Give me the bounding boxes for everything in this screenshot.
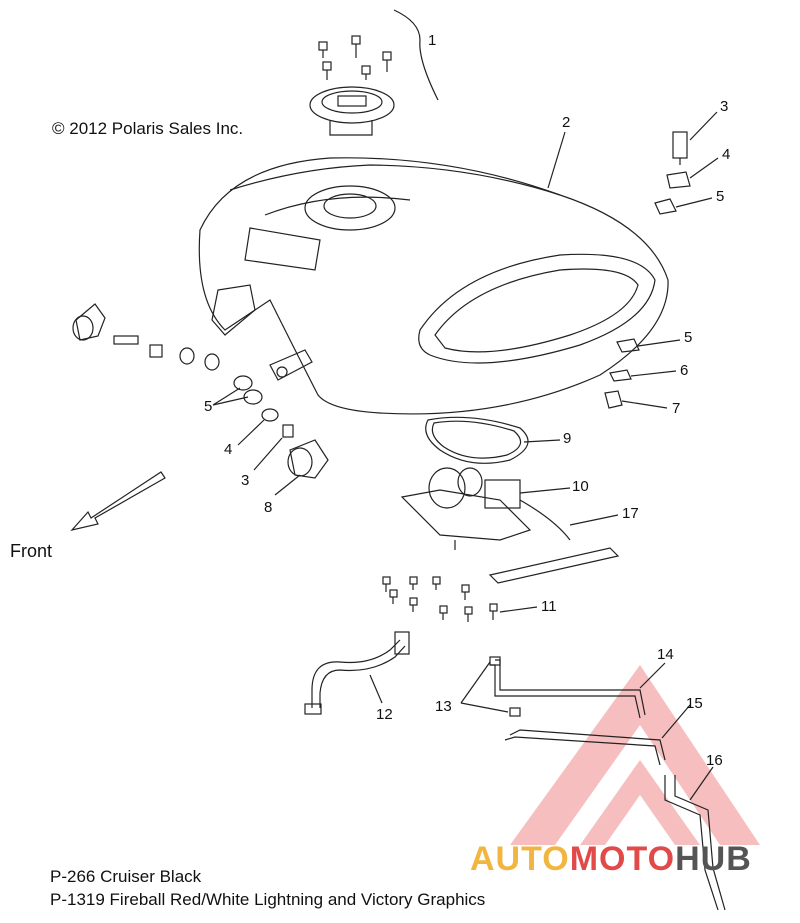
screw-set-top <box>318 35 392 80</box>
screw-set-bottom <box>382 576 498 622</box>
callout-5-left: 5 <box>204 398 213 415</box>
callout-9: 9 <box>563 430 572 447</box>
callout-7: 7 <box>672 400 681 417</box>
callout-1: 1 <box>428 32 437 49</box>
footer-line-1: P-266 Cruiser Black <box>50 867 202 886</box>
right-mount-parts <box>604 131 691 409</box>
callout-11: 11 <box>541 598 557 615</box>
callout-6: 6 <box>680 362 689 379</box>
fuel-hose <box>304 631 410 715</box>
fuel-cap <box>309 86 395 136</box>
callout-2: 2 <box>562 114 571 131</box>
leader-line <box>393 9 439 101</box>
copyright-text: © 2012 Polaris Sales Inc. <box>52 119 244 138</box>
fuel-pump-assembly <box>400 467 620 584</box>
callout-15: 15 <box>686 695 703 712</box>
callout-10: 10 <box>572 478 589 495</box>
callout-17: 17 <box>622 505 639 522</box>
footer-line-2: P-1319 Fireball Red/White Lightning and … <box>50 890 486 909</box>
callout-3-left: 3 <box>241 472 250 489</box>
callout-8: 8 <box>264 499 273 516</box>
watermark-logo <box>510 665 760 845</box>
front-direction-label: Front <box>10 541 53 561</box>
callout-12: 12 <box>376 706 393 723</box>
callout-4-left: 4 <box>224 441 233 458</box>
callout-4: 4 <box>722 146 731 163</box>
callout-5: 5 <box>716 188 725 205</box>
fuel-pump-gasket <box>425 416 529 464</box>
callout-5-right: 5 <box>684 329 693 346</box>
callout-14: 14 <box>657 646 674 663</box>
left-mount-parts <box>72 303 329 479</box>
watermark-text: AUTOMOTOHUB <box>470 840 752 878</box>
callout-13: 13 <box>435 698 452 715</box>
vent-lines <box>489 656 726 911</box>
callout-16: 16 <box>706 752 723 769</box>
callout-3: 3 <box>720 98 729 115</box>
fuel-tank <box>198 157 669 415</box>
front-arrow-icon <box>70 471 166 532</box>
